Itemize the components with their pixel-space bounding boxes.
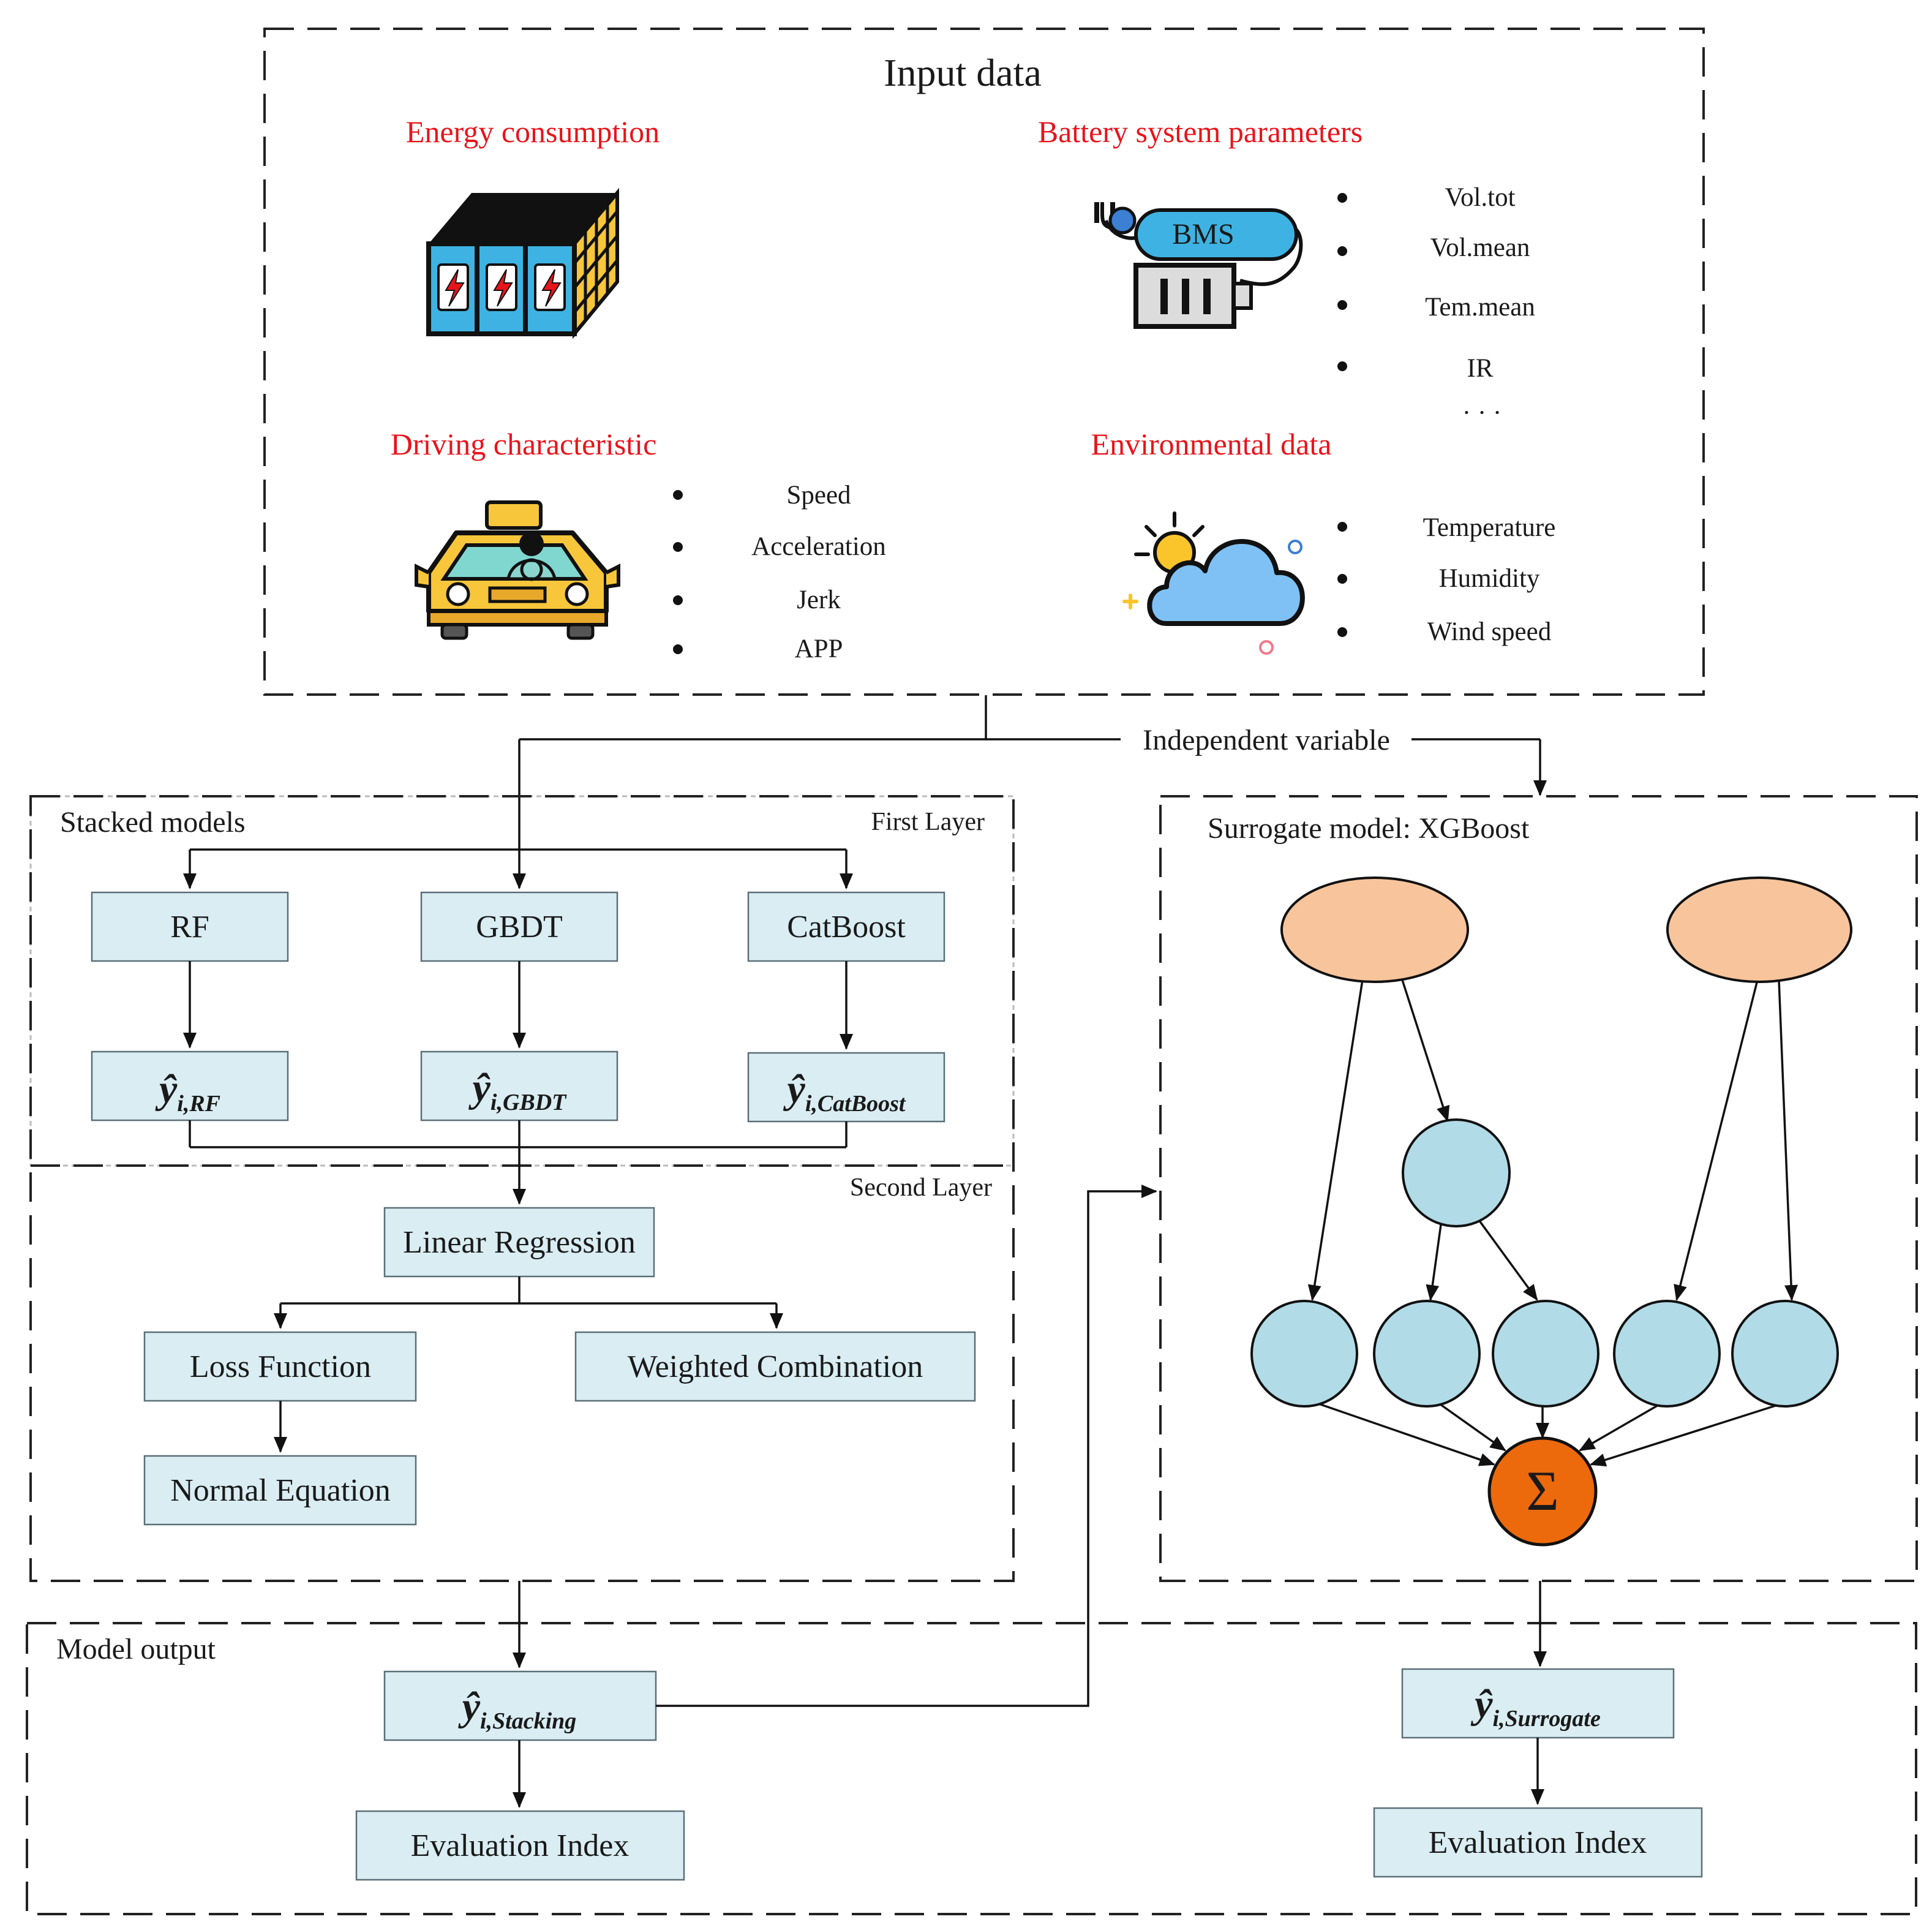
input-data-title: Input data — [884, 51, 1042, 94]
battery-item-more: · · · — [1462, 399, 1502, 428]
gbdt-prediction-box — [420, 1050, 618, 1121]
energy-consumption-heading: Energy consumption — [406, 115, 660, 149]
sum-symbol: Σ — [1526, 1460, 1559, 1522]
normal-equation-box — [143, 1455, 417, 1526]
tree-1-leaf-node-2 — [1373, 1300, 1481, 1408]
driving-item-acceleration: Acceleration — [751, 532, 886, 561]
bms-label: BMS — [1172, 218, 1234, 251]
independent-variable-label: Independent variable — [1143, 724, 1390, 756]
tree-1-leaf-node-3 — [1492, 1300, 1599, 1408]
tree-2-leaf-node-1 — [1613, 1300, 1721, 1408]
gbdt-model-box — [420, 891, 618, 962]
catboost-model-label: CatBoost — [787, 910, 906, 944]
second-layer-label: Second Layer — [850, 1174, 992, 1202]
linear-regression-box — [383, 1207, 655, 1278]
env-item-temperature: Temperature — [1423, 513, 1556, 542]
gbdt-model-label: GBDT — [476, 910, 563, 944]
battery-parameter-list: Vol.tot Vol.mean Tem.mean IR · · · — [1337, 183, 1535, 428]
driving-item-app: APP — [795, 635, 843, 663]
stacking-to-surrogate-connector — [656, 1185, 1157, 1707]
env-item-wind-speed: Wind speed — [1427, 617, 1551, 646]
loss-function-label: Loss Function — [190, 1349, 371, 1384]
rf-model-label: RF — [170, 910, 209, 944]
taxi-icon — [415, 500, 620, 640]
stacked-models-title: Stacked models — [60, 806, 246, 839]
driving-item-jerk: Jerk — [797, 586, 841, 614]
weather-cloud-sun-icon — [1122, 511, 1305, 655]
rf-model-box — [91, 891, 289, 962]
model-output-title: Model output — [56, 1633, 216, 1665]
catboost-model-box — [747, 891, 945, 962]
model-output-panel: Model output ŷi,Stacking ŷi,Surrogate Ev… — [26, 1185, 1917, 1915]
evaluation-index-right-box — [1373, 1807, 1703, 1878]
surrogate-prediction-box — [1401, 1668, 1675, 1739]
tree-1-root-node — [1280, 876, 1469, 983]
evaluation-index-left-box — [355, 1810, 685, 1881]
rf-prediction-box — [91, 1050, 289, 1121]
tree-1-leaf-node-1 — [1250, 1300, 1358, 1408]
weighted-combination-box — [574, 1331, 976, 1402]
driving-item-speed: Speed — [786, 481, 851, 510]
stacked-models-frame — [29, 795, 1015, 1582]
catboost-prediction-label: ŷi,CatBoost — [783, 1067, 906, 1117]
rf-prediction-label: ŷi,RF — [155, 1067, 220, 1117]
env-item-humidity: Humidity — [1439, 564, 1540, 593]
stacking-prediction-box — [383, 1670, 657, 1741]
battery-item-ir: IR — [1467, 354, 1494, 383]
driving-characteristic-heading: Driving characteristic — [391, 427, 657, 461]
battery-item-vol-mean: Vol.mean — [1430, 233, 1530, 262]
driving-characteristic-list: Speed Acceleration Jerk APP — [673, 481, 886, 663]
independent-variable-connector: Independent variable — [513, 695, 1547, 889]
surrogate-model-title: Surrogate model: XGBoost — [1208, 812, 1530, 845]
stacking-prediction-label: ŷi,Stacking — [458, 1684, 577, 1734]
battery-item-vol-tot: Vol.tot — [1445, 183, 1515, 212]
weighted-combination-label: Weighted Combination — [628, 1349, 923, 1384]
first-layer-label: First Layer — [871, 808, 985, 836]
battery-parameters-heading: Battery system parameters — [1038, 115, 1363, 149]
catboost-prediction-box — [747, 1052, 945, 1123]
input-data-frame — [263, 28, 1705, 696]
evaluation-index-left-label: Evaluation Index — [411, 1828, 630, 1863]
stacked-models-panel: Stacked models First Layer Second Layer … — [29, 795, 1015, 1582]
battery-item-tem-mean: Tem.mean — [1425, 293, 1535, 322]
tree-2-root-node — [1666, 876, 1852, 983]
normal-equation-label: Normal Equation — [170, 1473, 391, 1508]
surrogate-model-panel: Surrogate model: XGBoost Σ — [1159, 795, 1918, 1582]
loss-function-box — [143, 1331, 417, 1402]
linear-regression-label: Linear Regression — [403, 1225, 636, 1260]
surrogate-prediction-label: ŷi,Surrogate — [1470, 1682, 1601, 1732]
evaluation-index-right-label: Evaluation Index — [1429, 1825, 1647, 1860]
tree-1-internal-node — [1402, 1118, 1511, 1227]
gbdt-prediction-label: ŷi,GBDT — [468, 1066, 568, 1115]
bms-battery-icon: BMS — [1094, 202, 1303, 329]
model-output-frame — [26, 1622, 1917, 1915]
tree-2-leaf-node-2 — [1731, 1300, 1839, 1408]
sum-node — [1487, 1436, 1598, 1547]
environmental-data-heading: Environmental data — [1091, 427, 1332, 461]
input-data-panel: Input data Energy consumption Battery sy… — [263, 28, 1705, 696]
environmental-data-list: Temperature Humidity Wind speed — [1337, 513, 1555, 646]
battery-pack-icon — [426, 187, 619, 339]
xgboost-tree-edges — [1307, 979, 1799, 1467]
